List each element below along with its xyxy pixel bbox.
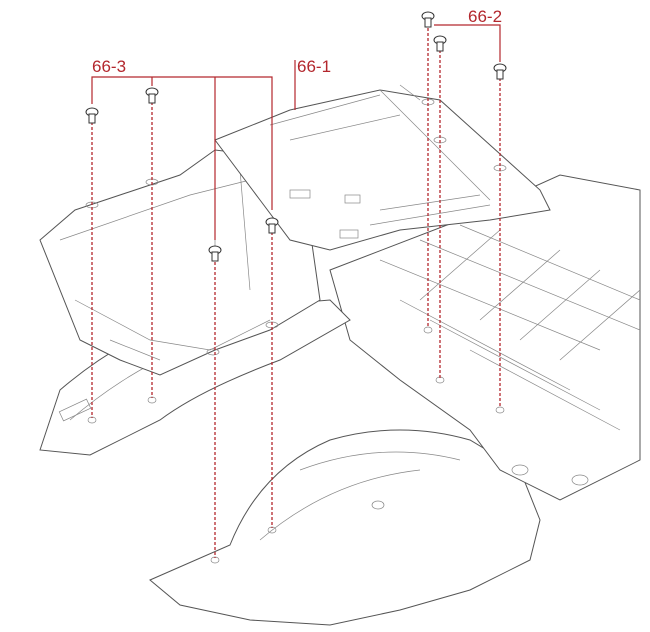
top-plate-slot <box>289 189 311 199</box>
lower-fender-plate <box>149 429 541 626</box>
callout-66-1: 66-1 <box>297 57 332 76</box>
callout-66-2: 66-2 <box>468 7 503 26</box>
screw-paths <box>91 28 501 558</box>
chassis-base-detail <box>379 224 641 431</box>
top-plate-slot <box>344 194 361 204</box>
screw-icon <box>145 87 159 104</box>
screw-icon <box>421 11 435 28</box>
screw-icon <box>85 107 99 124</box>
lower-fender-detail <box>259 451 461 541</box>
top-plate-detail <box>269 84 491 226</box>
callout-66-2-leader <box>434 24 501 62</box>
top-plate-slot <box>339 229 359 239</box>
screw-icon <box>433 35 447 52</box>
callout-66-3: 66-3 <box>92 57 127 76</box>
top-plate <box>214 89 551 251</box>
callout-66-3-leader <box>91 76 273 240</box>
screws <box>85 11 507 262</box>
screw-icon <box>493 63 507 80</box>
screw-icon <box>265 217 279 234</box>
left-fender-slot <box>58 398 92 422</box>
screw-icon <box>208 245 222 262</box>
